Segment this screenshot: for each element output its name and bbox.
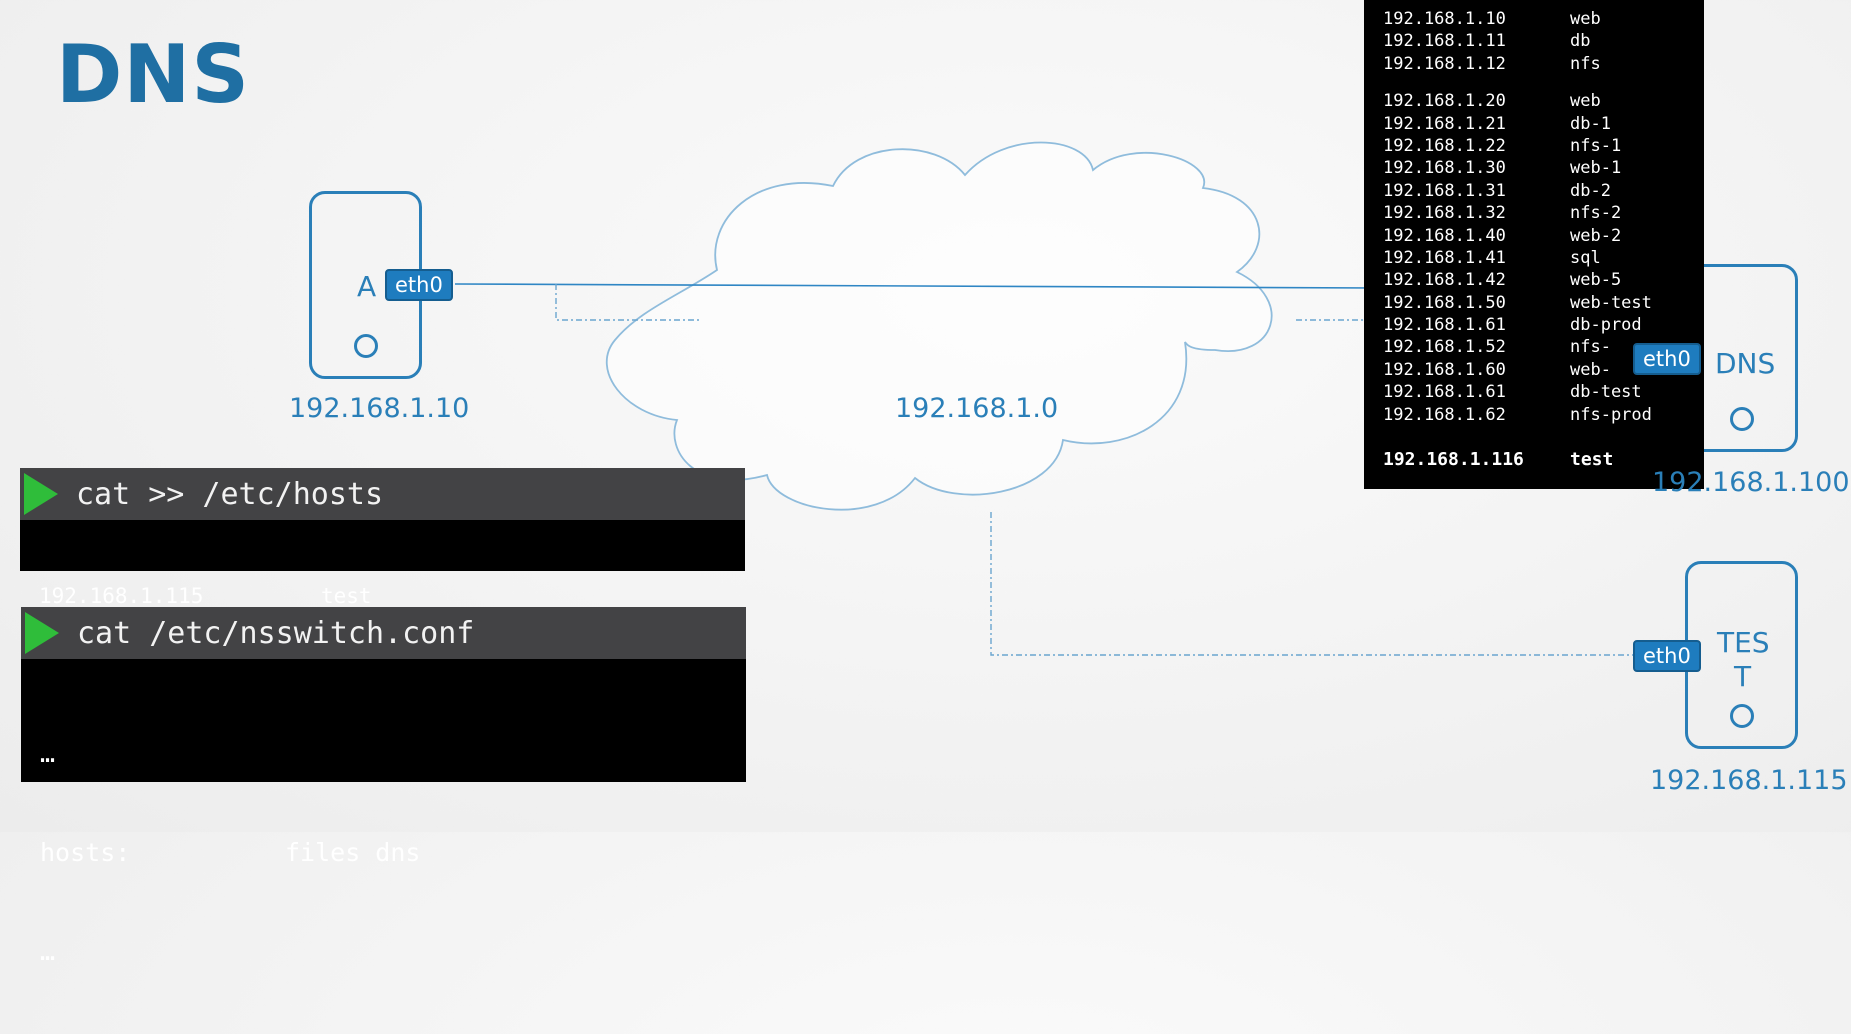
terminal-hosts-command: cat >> /etc/hosts (76, 476, 384, 512)
dns-record-name: web (1570, 91, 1601, 112)
dns-record-ip: 192.168.1.10 (1383, 9, 1506, 29)
dns-record-row: 192.168.1.60 web- (1364, 360, 1704, 382)
terminal-hosts-bar: cat >> /etc/hosts (20, 468, 745, 520)
host-a-led-icon (353, 334, 378, 358)
dns-record-name: nfs- (1570, 337, 1611, 358)
dns-record-ip: 192.168.1.42 (1383, 270, 1506, 291)
host-a-name: A (357, 270, 377, 303)
dns-record-added-ip: 192.168.1.116 (1383, 449, 1524, 471)
dns-record-row: 192.168.1.41 sql (1364, 248, 1704, 270)
dns-record-name: sql (1570, 247, 1601, 268)
dns-record-ip: 192.168.1.62 (1383, 404, 1506, 425)
dns-record-row: 192.168.1.42 web-5 (1364, 270, 1704, 292)
host-dns-led-icon (1729, 407, 1754, 431)
terminal-nsswitch-key: hosts: (40, 838, 131, 867)
terminal-nsswitch-ellipsis-top: … (40, 739, 56, 768)
dns-record-name: web- (1570, 359, 1611, 380)
terminal-nsswitch-value: files dns (285, 838, 421, 867)
dns-record-row: 192.168.1.62 nfs-prod (1364, 405, 1704, 427)
terminal-nsswitch-command: cat /etc/nsswitch.conf (77, 615, 475, 651)
dns-record-name: db (1570, 31, 1591, 52)
terminal-nsswitch-body: … hosts: files dns … (21, 659, 746, 966)
dns-record-ip: 192.168.1.12 (1383, 53, 1506, 74)
host-test-led-icon (1729, 704, 1754, 728)
dns-record-ip: 192.168.1.20 (1383, 91, 1506, 112)
link-a-to-dns-arrow (454, 281, 1379, 294)
dns-record-row: 192.168.1.52 nfs- (1364, 337, 1704, 359)
host-dns-ip: 192.168.1.100 (1652, 467, 1850, 498)
dns-record-name: nfs-2 (1570, 203, 1622, 224)
dns-record-name: web-5 (1570, 270, 1622, 291)
terminal-nsswitch-bar: cat /etc/nsswitch.conf (21, 607, 746, 659)
dns-record-row: 192.168.1.10 web (1364, 9, 1704, 31)
dns-record-row: 192.168.1.32 nfs-2 (1364, 203, 1704, 225)
cloud-shape (605, 141, 1273, 511)
host-test: TES T (1685, 561, 1798, 749)
dns-record-name: web-1 (1570, 158, 1622, 179)
dns-record-ip: 192.168.1.32 (1383, 203, 1506, 224)
play-icon (24, 473, 58, 515)
dns-record-row: 192.168.1.40 web-2 (1364, 226, 1704, 248)
terminal-hosts-ip: 192.168.1.115 (39, 584, 204, 608)
dns-record-row: 192.168.1.22 nfs-1 (1364, 136, 1704, 158)
host-dns: DNS (1685, 264, 1798, 452)
dns-record-ip: 192.168.1.52 (1383, 337, 1506, 358)
dns-record-row: 192.168.1.50 web-test (1364, 293, 1704, 315)
dns-record-row: 192.168.1.20 web (1364, 91, 1704, 113)
dns-record-ip: 192.168.1.50 (1383, 292, 1506, 313)
dns-record-ip: 192.168.1.40 (1383, 225, 1506, 246)
dns-record-row: 192.168.1.61 db-prod (1364, 315, 1704, 337)
link-test-dashed (990, 512, 1634, 656)
terminal-nsswitch-ellipsis-bottom: … (40, 937, 56, 966)
dns-record-row: 192.168.1.11 db (1364, 31, 1704, 53)
terminal-hosts-body: 192.168.1.115 test (20, 520, 745, 608)
dns-record-name: nfs (1570, 53, 1601, 74)
dns-record-ip: 192.168.1.61 (1383, 315, 1506, 336)
dns-record-name: web-2 (1570, 225, 1622, 246)
dns-record-ip: 192.168.1.30 (1383, 158, 1506, 179)
dns-record-ip: 192.168.1.31 (1383, 180, 1506, 201)
dns-record-row: 192.168.1.21 db-1 (1364, 114, 1704, 136)
dns-record-ip: 192.168.1.60 (1383, 359, 1506, 380)
play-icon (25, 612, 59, 654)
dns-record-ip: 192.168.1.41 (1383, 247, 1506, 268)
host-dns-name: DNS (1715, 347, 1776, 380)
host-a-ip: 192.168.1.10 (289, 393, 470, 424)
host-test-name-line2: T (1734, 660, 1752, 693)
host-test-ip: 192.168.1.115 (1650, 765, 1848, 796)
dns-record-name: db-test (1570, 382, 1642, 403)
dns-record-ip: 192.168.1.11 (1383, 31, 1506, 52)
dns-record-added: 192.168.1.116 test (1364, 449, 1704, 471)
host-test-name-line1: TES (1717, 626, 1770, 659)
dns-record-ip: 192.168.1.22 (1383, 135, 1506, 156)
dns-record-row: 192.168.1.61 db-test (1364, 382, 1704, 404)
dns-record-ip: 192.168.1.61 (1383, 382, 1506, 403)
link-a-dashed (555, 284, 700, 321)
terminal-hosts-name: test (321, 584, 372, 608)
host-test-eth0-badge: eth0 (1633, 640, 1701, 672)
host-a-eth0-badge: eth0 (385, 269, 453, 301)
network-label: 192.168.1.0 (895, 393, 1059, 424)
dns-record-name: nfs-1 (1570, 135, 1622, 156)
page-title: DNS (56, 28, 250, 121)
network-diagram (454, 141, 1636, 656)
dns-record-name: db-prod (1570, 315, 1642, 336)
terminal-nsswitch: cat /etc/nsswitch.conf … hosts: files dn… (21, 607, 746, 966)
host-dns-eth0-badge: eth0 (1633, 343, 1701, 375)
dns-record-name: web-test (1570, 292, 1652, 313)
dns-record-name: nfs-prod (1570, 404, 1652, 425)
dns-record-ip: 192.168.1.21 (1383, 113, 1506, 134)
dns-record-row: 192.168.1.31 db-2 (1364, 181, 1704, 203)
dns-record-name: db-2 (1570, 180, 1611, 201)
dns-record-row: 192.168.1.12 nfs (1364, 54, 1704, 76)
terminal-hosts: cat >> /etc/hosts 192.168.1.115 test (20, 468, 745, 608)
dns-record-added-name: test (1570, 449, 1614, 471)
dns-record-name: web (1570, 9, 1601, 29)
dns-record-name: db-1 (1570, 113, 1611, 134)
dns-record-row: 192.168.1.30 web-1 (1364, 158, 1704, 180)
